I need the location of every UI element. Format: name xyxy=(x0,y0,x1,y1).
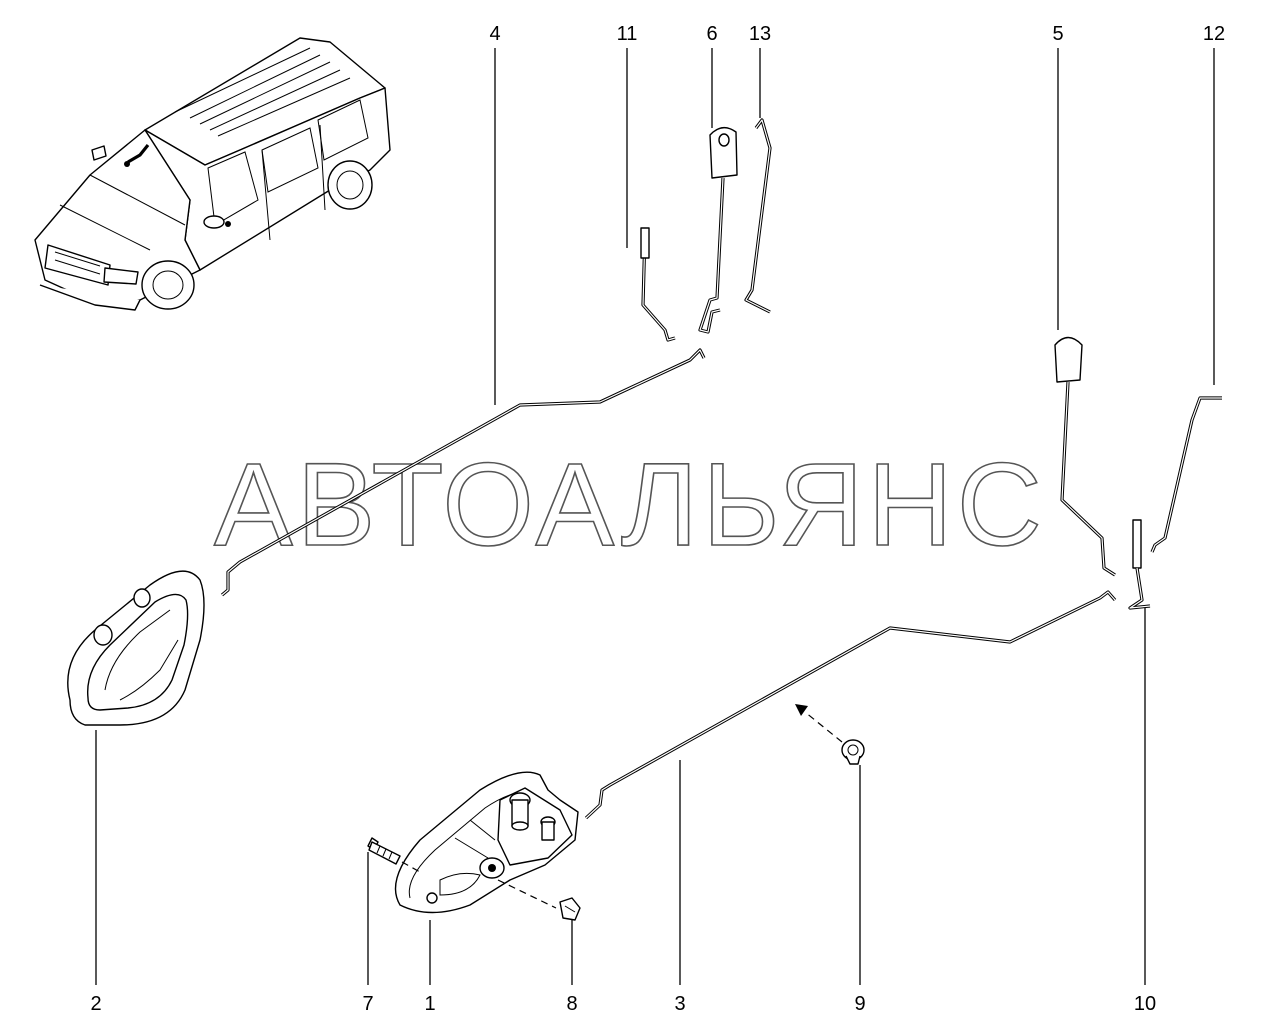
callout-7: 7 xyxy=(362,993,373,1015)
grommet-9 xyxy=(795,704,865,765)
callout-3: 3 xyxy=(674,993,685,1015)
rod-10 xyxy=(1128,519,1151,610)
leader-lines xyxy=(95,48,1215,985)
callout-4: 4 xyxy=(489,23,500,45)
inner-handle-2 xyxy=(67,570,205,726)
callout-13: 13 xyxy=(749,23,771,45)
rod-11 xyxy=(640,227,676,342)
callout-labels: 4 11 6 13 5 12 2 7 1 8 3 9 10 xyxy=(90,23,1225,1015)
handle-housing-1 xyxy=(394,771,579,914)
knob-rod-6 xyxy=(698,127,738,334)
knob-rod-5 xyxy=(1054,336,1116,577)
rod-12 xyxy=(1150,396,1222,553)
callout-10: 10 xyxy=(1134,993,1156,1015)
callout-9: 9 xyxy=(854,993,865,1015)
screw-7 xyxy=(367,837,421,873)
rod-13 xyxy=(744,118,772,314)
callout-12: 12 xyxy=(1203,23,1225,45)
rod-4 xyxy=(220,348,706,597)
watermark-text: АВТОАЛЬЯНС xyxy=(214,439,1046,571)
callout-6: 6 xyxy=(706,23,717,45)
callout-5: 5 xyxy=(1052,23,1063,45)
car-illustration xyxy=(34,37,391,311)
rod-3 xyxy=(584,590,1117,820)
callout-1: 1 xyxy=(424,993,435,1015)
callout-8: 8 xyxy=(566,993,577,1015)
clip-8 xyxy=(497,879,581,921)
callout-11: 11 xyxy=(617,23,638,45)
callout-2: 2 xyxy=(90,993,101,1015)
